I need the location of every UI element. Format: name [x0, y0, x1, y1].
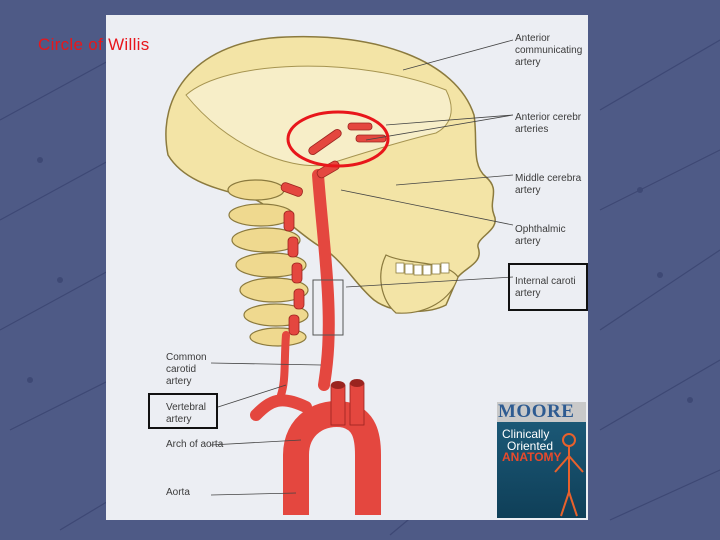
label-common-carotid: Common carotid artery — [166, 352, 207, 387]
carotid-artery — [312, 169, 335, 391]
highlight-box-internal-carotid — [508, 263, 588, 311]
book-title-line2: Oriented — [507, 439, 554, 453]
head-neck-illustration — [165, 35, 514, 515]
brachiocephalic-trunk-1 — [330, 384, 346, 426]
label-middle-cerebral: Middle cerebra artery — [515, 173, 582, 196]
textbook-cover: MOORE Clinically Oriented ANATOMY — [497, 402, 586, 518]
circle-of-willis-highlight — [286, 110, 390, 168]
book-brand: MOORE — [498, 402, 575, 422]
label-ophthalmic: Ophthalmic artery — [515, 224, 566, 247]
highlight-box-vertebral — [148, 393, 218, 429]
slide-title: Circle of Willis — [38, 35, 150, 54]
label-anterior-communicating: Anterior communicating artery — [515, 33, 583, 68]
label-anterior-cerebral: Anterior cerebr arteries — [515, 112, 582, 135]
label-vertebral: Vertebral artery — [166, 402, 207, 425]
aortic-arch — [283, 401, 381, 515]
label-aorta: Aorta — [166, 487, 190, 498]
subclavian-left — [250, 394, 312, 421]
anatomy-figure: Anterior communicating artery Anterior c… — [106, 15, 588, 520]
label-arch-of-aorta: Arch of aorta — [166, 439, 224, 450]
label-internal-carotid: Internal caroti artery — [515, 276, 576, 299]
vertebral-artery-segments — [280, 182, 305, 336]
vertebral-artery — [277, 331, 290, 399]
book-title-line1: Clinically — [502, 427, 550, 441]
book-cover-panel — [497, 422, 586, 518]
brachiocephalic-trunk-2 — [349, 382, 365, 426]
cervical-spine — [227, 179, 309, 347]
anatomy-figure-icon — [554, 433, 584, 517]
book-title-line3: ANATOMY — [502, 450, 562, 464]
